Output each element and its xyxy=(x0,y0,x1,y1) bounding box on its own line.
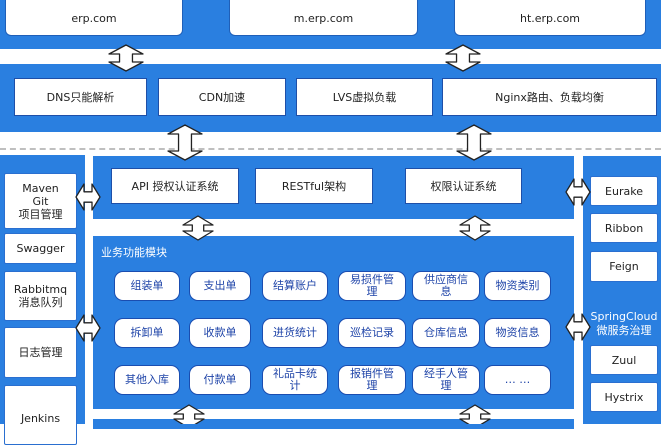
permission-box: 权限认证系统 xyxy=(405,168,522,204)
business-module-item: 进货统计 xyxy=(262,318,328,348)
connector-arrows xyxy=(75,44,591,424)
business-module-item: 报销件管理 xyxy=(338,365,406,395)
arrow-domain-access-right xyxy=(445,44,481,72)
cdn-box: CDN加速 xyxy=(158,78,286,116)
business-module-item: 经手人管理 xyxy=(412,365,480,395)
business-module-item: 礼品卡统计 xyxy=(262,365,328,395)
arrow-business-bottom-left xyxy=(173,404,205,424)
business-title: 业务功能模块 xyxy=(101,246,167,259)
springcloud-title: SpringCloud 微服务治理 xyxy=(590,310,658,337)
service-hystrix: Hystrix xyxy=(590,382,658,412)
service-ribbon: Ribbon xyxy=(590,213,658,243)
business-module-item: 物资类别 xyxy=(484,271,551,301)
business-module-item: 组装单 xyxy=(114,271,180,301)
service-zuul: Zuul xyxy=(590,345,658,375)
business-module-item: 易损件管理 xyxy=(338,271,406,301)
arrow-access-auth-right xyxy=(456,124,492,161)
business-module-item: 拆卸单 xyxy=(114,318,180,348)
service-feign: Feign xyxy=(590,251,658,282)
arrow-auth-springcloud xyxy=(565,178,591,206)
arrow-business-bottom-right xyxy=(459,404,491,424)
layer-divider xyxy=(0,148,661,150)
business-module-item: 支出单 xyxy=(189,271,251,301)
arrow-access-auth-left xyxy=(167,124,203,161)
tool-maven-git: Maven Git 项目管理 xyxy=(4,173,77,229)
business-module-item: 其他入库 xyxy=(114,365,180,395)
arrow-auth-business-right xyxy=(459,215,491,241)
tool-rabbitmq: Rabbitmq 消息队列 xyxy=(4,271,77,321)
business-module-item: 收款单 xyxy=(189,318,251,348)
tool-swagger: Swagger xyxy=(4,233,77,264)
service-eurake: Eurake xyxy=(590,176,658,206)
business-module-item: 仓库信息 xyxy=(412,318,480,348)
dns-box: DNS只能解析 xyxy=(14,78,147,116)
domain-m-erp: m.erp.com xyxy=(229,0,418,36)
arrow-tools-auth xyxy=(75,183,101,211)
arrow-tools-business xyxy=(75,314,101,342)
business-module-item: 结算账户 xyxy=(262,271,328,301)
lvs-box: LVS虚拟负载 xyxy=(296,78,433,116)
business-module-item: 供应商信息 xyxy=(412,271,480,301)
arrow-auth-business-left xyxy=(182,215,214,241)
nginx-box: Nginx路由、负载均衡 xyxy=(442,78,657,116)
business-module-item: 付款单 xyxy=(189,365,251,395)
business-module-item: 物资信息 xyxy=(484,318,551,348)
domain-ht-erp: ht.erp.com xyxy=(454,0,646,36)
api-auth-box: API 授权认证系统 xyxy=(111,168,239,204)
business-module-item: 巡检记录 xyxy=(338,318,406,348)
tool-log: 日志管理 xyxy=(4,327,77,378)
arrow-business-springcloud xyxy=(565,313,591,341)
restful-box: RESTful架构 xyxy=(255,168,373,204)
domain-erp: erp.com xyxy=(5,0,183,36)
arrow-domain-access-left xyxy=(108,44,144,72)
business-module-item: … … xyxy=(484,365,551,395)
